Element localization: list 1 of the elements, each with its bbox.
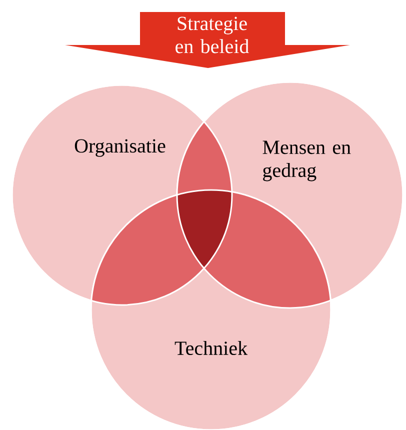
- node-label: Techniek: [174, 340, 248, 356]
